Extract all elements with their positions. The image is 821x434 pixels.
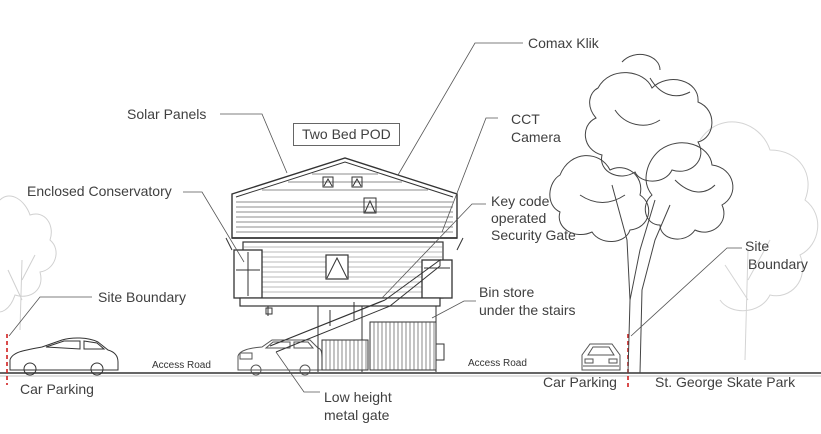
cct-camera-label-line-1: CCT [511,111,540,127]
leader-cct-camera [441,117,498,233]
cct-camera-label-line-2: Camera [511,129,561,145]
leader-enclosed-conservatory [183,191,245,263]
two-bed-pod-house [225,157,464,372]
leader-solar-panels [220,113,288,174]
leader-bin-store [431,300,476,319]
access-road-left-label: Access Road [152,360,211,371]
bin-store [321,321,445,371]
background-tree-right [699,121,819,361]
access-road-right-label: Access Road [468,358,527,369]
low-gate-label-line-2: metal gate [324,407,390,423]
site-boundary-right-label-line-2: Boundary [748,256,808,272]
site-boundary-right-label-line-1: Site [745,238,770,254]
leader-low-gate [275,351,320,393]
car-right [581,343,621,371]
leader-lines [8,42,742,393]
leader-site-boundary-right [630,247,742,337]
low-gate-label-line-1: Low height [324,389,392,405]
leader-comax-klik [397,42,523,176]
key-code-label-line-1: Key code [491,193,550,209]
car-parking-left-label: Car Parking [20,381,94,397]
enclosed-conservatory-label: Enclosed Conservatory [27,183,172,199]
roof-windows [322,176,377,214]
solar-panels-label: Solar Panels [127,106,207,122]
bin-store-label-line-1: Bin store [479,284,535,300]
key-code-label-line-3: Security Gate [491,227,576,243]
skate-park-label: St. George Skate Park [655,374,796,390]
leader-key-code [381,203,486,299]
key-code-label-line-2: operated [491,210,547,226]
background-tree-left [0,195,57,331]
large-tree [549,53,734,374]
site-boundary-left-label: Site Boundary [98,289,186,305]
leader-site-boundary-left [8,296,92,337]
bin-store-label-line-2: under the stairs [479,302,576,318]
comax-klik-label: Comax Klik [528,35,599,51]
roof-cladding [236,173,453,233]
car-parking-right-label: Car Parking [543,374,617,390]
car-left [9,337,119,376]
two-bed-pod-label: Two Bed POD [293,123,400,146]
